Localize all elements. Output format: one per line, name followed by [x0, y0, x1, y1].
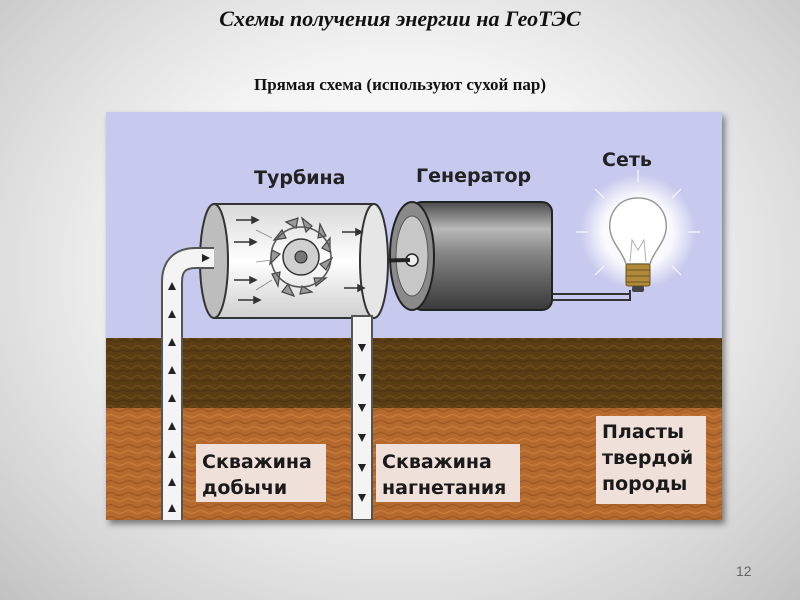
generator-icon — [389, 201, 553, 311]
injection-well-label-line1: Скважина — [382, 451, 492, 473]
rock-label-line1: Пласты — [602, 421, 684, 443]
production-well-label-line2: добычи — [202, 477, 287, 499]
rock-label-box — [596, 416, 706, 504]
geothermal-diagram: Турбина Генератор Сеть Скважина добычи С… — [106, 112, 722, 520]
production-well-label-line1: Скважина — [202, 451, 312, 473]
rock-label-line3: породы — [602, 473, 687, 495]
page-number: 12 — [736, 563, 752, 579]
injection-well-pipe — [351, 315, 373, 520]
topsoil-layer — [106, 338, 722, 410]
production-well-label-box — [196, 444, 326, 502]
grid-label: Сеть — [602, 149, 652, 171]
injection-well-label-box — [376, 444, 520, 502]
light-bulb-icon — [576, 170, 700, 292]
turbine-label: Турбина — [254, 167, 345, 189]
production-well-pipe — [161, 247, 214, 520]
generator-label: Генератор — [416, 165, 531, 187]
rock-label-line2: твердой — [602, 447, 693, 469]
injection-well-label-line2: нагнетания — [382, 477, 506, 499]
turbine-icon — [199, 203, 389, 319]
slide-title: Схемы получения энергии на ГеоТЭС — [219, 6, 581, 31]
slide-subtitle: Прямая схема (используют сухой пар) — [253, 75, 546, 94]
